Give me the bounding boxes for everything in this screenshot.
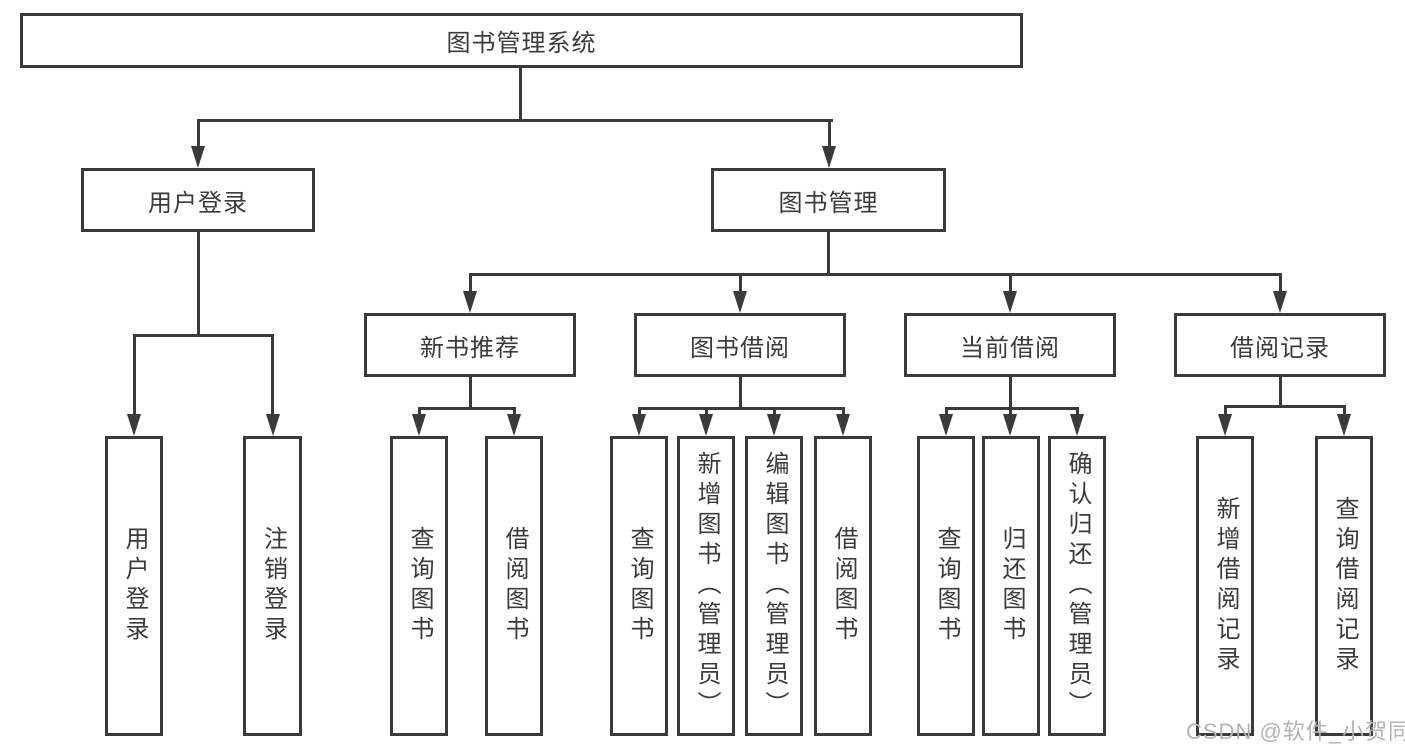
leaf-cb-query-books: 查询图书 xyxy=(917,436,975,736)
leaf-label: 查询借阅记录 xyxy=(1331,496,1358,676)
connector-line xyxy=(271,334,274,414)
leaf-cb-return-books: 归还图书 xyxy=(982,436,1040,736)
node-book-borrow: 图书借阅 xyxy=(634,313,846,377)
leaf-label: 查询图书 xyxy=(933,526,960,646)
connector-line xyxy=(469,273,472,291)
arrow-down-icon xyxy=(266,414,280,436)
leaf-label: 归还图书 xyxy=(998,526,1025,646)
node-root: 图书管理系统 xyxy=(20,13,1023,68)
connector-line xyxy=(638,407,845,410)
connector-line xyxy=(133,334,274,337)
connector-line xyxy=(1224,405,1346,408)
leaf-cb-confirm-return: 确认归还（管理员） xyxy=(1048,436,1106,736)
connector-line xyxy=(469,273,1282,276)
leaf-logout: 注销登录 xyxy=(243,436,302,736)
connector-line xyxy=(197,232,200,334)
leaf-label: 新增借阅记录 xyxy=(1212,496,1239,676)
connector-line xyxy=(1279,273,1282,291)
leaf-nbr-borrow-books: 借阅图书 xyxy=(485,436,543,736)
connector-line xyxy=(1076,407,1079,414)
leaf-label: 用户登录 xyxy=(121,526,148,646)
node-new-book-recommend: 新书推荐 xyxy=(364,313,576,377)
connector-line xyxy=(638,407,641,414)
arrow-down-icon xyxy=(1003,291,1017,313)
leaf-nbr-query-books: 查询图书 xyxy=(390,436,448,736)
leaf-br-query-record: 查询借阅记录 xyxy=(1315,436,1373,736)
leaf-label: 编辑图书（管理员） xyxy=(761,451,788,721)
leaf-bb-borrow-books: 借阅图书 xyxy=(814,436,872,736)
arrow-down-icon xyxy=(463,291,477,313)
arrow-down-icon xyxy=(632,414,646,436)
connector-line xyxy=(945,407,1079,410)
arrow-down-icon xyxy=(127,414,141,436)
arrow-down-icon xyxy=(507,414,521,436)
connector-line xyxy=(828,119,831,146)
arrow-down-icon xyxy=(412,414,426,436)
connector-line xyxy=(1009,273,1012,291)
leaf-label: 新增图书（管理员） xyxy=(693,451,720,721)
connector-line xyxy=(842,407,845,414)
connector-line xyxy=(773,407,776,414)
connector-line xyxy=(1343,405,1346,414)
connector-line xyxy=(1224,405,1227,414)
arrow-down-icon xyxy=(1003,414,1017,436)
connector-line xyxy=(739,377,742,407)
arrow-down-icon xyxy=(1070,414,1084,436)
connector-line xyxy=(197,119,200,146)
arrow-down-icon xyxy=(1218,414,1232,436)
connector-line xyxy=(827,232,830,273)
leaf-bb-add-books: 新增图书（管理员） xyxy=(677,436,735,736)
arrow-down-icon xyxy=(191,146,205,168)
connector-line xyxy=(1009,377,1012,407)
leaf-label: 查询图书 xyxy=(406,526,433,646)
connector-line xyxy=(739,273,742,291)
node-book-management: 图书管理 xyxy=(711,168,946,232)
leaf-label: 注销登录 xyxy=(259,526,287,646)
connector-line xyxy=(705,407,708,414)
leaf-bb-edit-books: 编辑图书（管理员） xyxy=(745,436,803,736)
connector-line xyxy=(133,334,136,414)
leaf-label: 借阅图书 xyxy=(830,526,857,646)
arrow-down-icon xyxy=(836,414,850,436)
connector-line xyxy=(418,407,516,410)
connector-line xyxy=(513,407,516,414)
watermark: CSDN @软件_小贺同学 xyxy=(1186,719,1405,744)
connector-line xyxy=(418,407,421,414)
node-borrow-records: 借阅记录 xyxy=(1174,313,1386,377)
connector-line xyxy=(1009,407,1012,414)
arrow-down-icon xyxy=(1337,414,1351,436)
arrow-down-icon xyxy=(767,414,781,436)
node-user-login-group: 用户登录 xyxy=(81,168,315,232)
arrow-down-icon xyxy=(733,291,747,313)
connector-line xyxy=(197,119,833,122)
leaf-bb-query-books: 查询图书 xyxy=(610,436,668,736)
node-current-borrow: 当前借阅 xyxy=(904,313,1116,377)
leaf-user-login: 用户登录 xyxy=(105,436,163,736)
connector-line xyxy=(945,407,948,414)
connector-line xyxy=(1279,377,1282,405)
leaf-label: 查询图书 xyxy=(626,526,653,646)
arrow-down-icon xyxy=(939,414,953,436)
leaf-label: 借阅图书 xyxy=(501,526,528,646)
arrow-down-icon xyxy=(1273,291,1287,313)
connector-line xyxy=(519,68,522,119)
leaf-label: 确认归还（管理员） xyxy=(1064,451,1091,721)
arrow-down-icon xyxy=(822,146,836,168)
connector-line xyxy=(469,377,472,407)
arrow-down-icon xyxy=(699,414,713,436)
leaf-br-add-record: 新增借阅记录 xyxy=(1196,436,1254,736)
